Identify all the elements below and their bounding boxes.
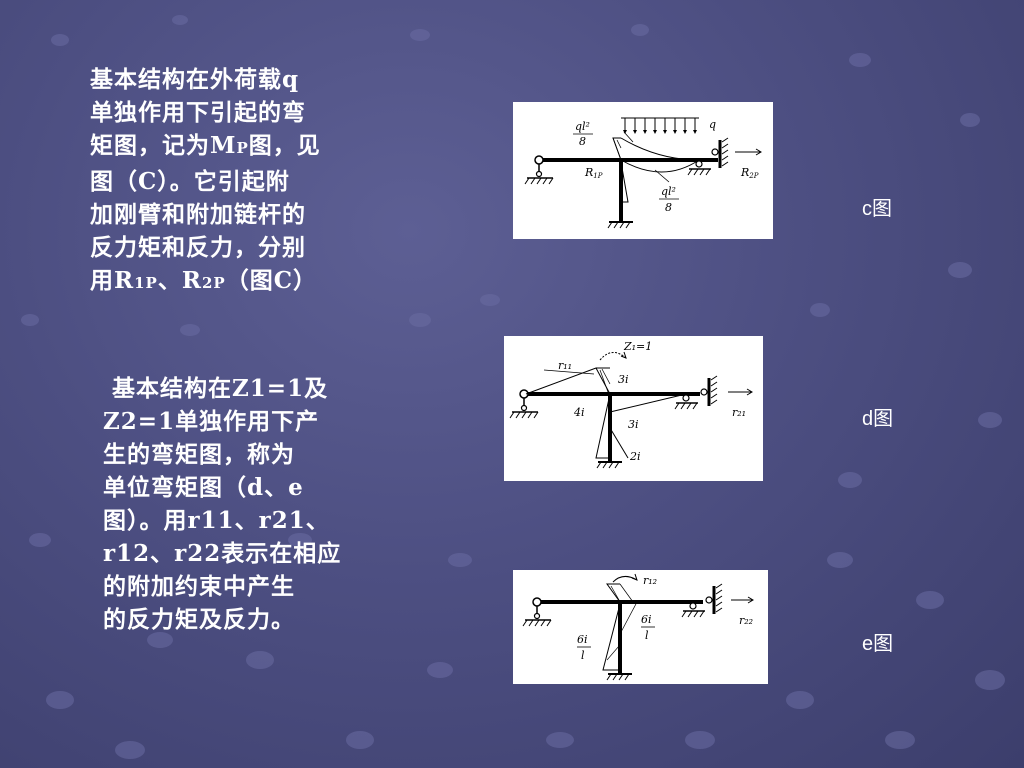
p1-line4: 图（C）。它引起附	[90, 168, 290, 195]
paragraph-unit-moment-description: 基本结构在Z1=1及 Z2=1单独作用下产 生的弯矩图，称为 单位弯矩图（d、e…	[103, 372, 393, 636]
p1-line3-pre: 矩图，记为M	[90, 132, 237, 159]
caption-e: e图	[862, 633, 894, 655]
p2-line2: Z2=1单独作用下产	[103, 408, 320, 435]
p2-line5: 图）。用r11、r21、	[103, 507, 330, 534]
e-r22: r₂₂	[739, 614, 753, 627]
e-6i-left-num: 6i	[577, 633, 588, 646]
d-4i: 4i	[573, 406, 585, 419]
p1-line3-post: 图，见	[248, 132, 321, 159]
p2-line7: 的附加约束中产生	[103, 573, 295, 600]
p2-line4: 单位弯矩图（d、e	[103, 474, 304, 501]
d-3i-right: 3i	[628, 418, 639, 431]
p1-line3-sub: P	[236, 139, 249, 157]
p1-line2: 单独作用下引起的弯	[90, 99, 306, 126]
e-6i-right-den: l	[645, 629, 649, 642]
c-r2p: R2P	[740, 166, 759, 180]
c-ql2-top-den: 8	[579, 135, 586, 148]
p2-line3: 生的弯矩图，称为	[103, 441, 295, 468]
caption-d: d图	[862, 408, 894, 430]
p1-line7-b: 、R	[157, 267, 202, 294]
diagram-d-unit-moment-z1: Z₁=1 r₁₁ 3i 4i 3i 2i r₂₁	[504, 336, 763, 481]
d-z1: Z₁=1	[623, 340, 652, 353]
paragraph-mp-description: 基本结构在外荷载q 单独作用下引起的弯 矩图，记为MP图，见 图（C）。它引起附…	[90, 63, 390, 300]
d-r21: r₂₁	[732, 406, 746, 419]
e-6i-right-num: 6i	[641, 613, 652, 626]
c-ql2-top-num: ql²	[575, 120, 590, 133]
e-r12: r₁₂	[643, 574, 657, 587]
p1-line6: 反力矩和反力，分别	[90, 234, 306, 261]
p2-line6: r12、r22表示在相应	[103, 540, 342, 567]
p1-line7-a: 用R	[90, 267, 135, 294]
caption-c: c图	[862, 198, 892, 220]
diagram-c-load-moment: ql² 8 q R1P R2P ql² 8	[513, 102, 773, 239]
d-r11: r₁₁	[558, 359, 572, 372]
p1-line7-sub2: 2P	[201, 274, 226, 292]
d-3i-top: 3i	[618, 373, 629, 386]
p1-line7-c: （图C）	[225, 267, 317, 294]
d-2i: 2i	[629, 450, 641, 463]
p1-line5: 加刚臂和附加链杆的	[90, 201, 306, 228]
p2-line1: 基本结构在Z1=1及	[103, 375, 329, 402]
e-6i-left-den: l	[581, 649, 585, 662]
c-r1p: R1P	[584, 166, 603, 180]
c-ql2-bottom-num: ql²	[661, 185, 676, 198]
p1-line1: 基本结构在外荷载q	[90, 66, 300, 93]
c-ql2-bottom-den: 8	[665, 201, 672, 214]
p2-line8: 的反力矩及反力。	[103, 606, 295, 633]
c-load-q: q	[709, 118, 716, 131]
diagram-e-unit-moment-z2: r₁₂ 6i l 6i l r₂₂	[513, 570, 768, 684]
p1-line7-sub1: 1P	[134, 274, 158, 292]
